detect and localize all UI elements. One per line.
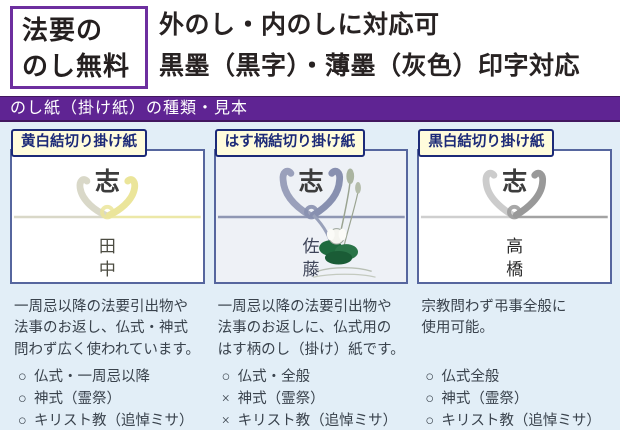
mizuhiki-right-strand	[309, 167, 343, 219]
mizuhiki-knot	[100, 204, 115, 220]
description-line: 一周忌以降の法要引出物や	[217, 298, 392, 315]
name-char-top: 田	[98, 236, 116, 256]
usage-list: ○ 仏式全般 ○ 神式（霊祭） ○ キリスト教（追悼ミサ）	[425, 366, 612, 430]
usage-mark: ○	[221, 368, 231, 385]
header-titles: 外のし・内のしに対応可 黒墨（黒字）・薄墨（灰色）印字対応	[159, 5, 580, 87]
mizuhiki-left-strand	[482, 169, 517, 219]
column-label: 黄白結切り掛け紙	[11, 129, 147, 157]
description-line: 法事のお返しに、仏式用の	[217, 320, 392, 337]
free-noshi-badge: 法要の のし無料	[10, 6, 148, 89]
mizuhiki-right-strand	[105, 175, 139, 219]
sample-columns: 黄白結切り掛け紙 志 田 中 一周忌以降	[10, 129, 613, 430]
mizuhiki-lotus-illustration	[217, 167, 405, 278]
name-text: 佐 藤	[216, 235, 407, 281]
name-char-bottom: 中	[98, 259, 116, 279]
name-text: 田 中	[12, 235, 203, 281]
mizuhiki-knot	[303, 204, 319, 220]
column-hasu: はす柄結切り掛け紙	[213, 129, 409, 430]
description-line: 宗教問わず弔事全般に	[421, 298, 567, 315]
name-char-top: 佐	[302, 236, 320, 256]
section-title-bar: のし紙（掛け紙）の種類・見本	[0, 96, 620, 122]
usage-item: ○ キリスト教（追悼ミサ）	[18, 410, 205, 430]
mizuhiki-left-strand	[279, 167, 313, 219]
usage-list: ○ 仏式・一周忌以降 ○ 神式（霊祭） ○ キリスト教（追悼ミサ）	[18, 366, 205, 430]
header-title-line-2: 黒墨（黒字）・薄墨（灰色）印字対応	[159, 52, 581, 80]
column-kokuhaku: 黒白結切り掛け紙 志 高 橋 宗教問わず	[417, 129, 613, 430]
samples-section: 黄白結切り掛け紙 志 田 中 一周忌以降	[0, 122, 620, 430]
badge-line-1: 法要の	[22, 14, 104, 45]
usage-item: × 神式（霊祭）	[222, 388, 409, 410]
name-text: 高 橋	[419, 235, 610, 281]
usage-text: 仏式・一周忌以降	[34, 368, 150, 385]
omote-gaki: 志	[502, 168, 528, 196]
description-line: はす柄のし（掛け）紙です。	[217, 341, 405, 358]
badge-line-2: のし無料	[22, 50, 131, 81]
omote-gaki: 志	[94, 168, 120, 196]
header-title-line-1: 外のし・内のしに対応可	[159, 11, 440, 39]
mizuhiki-right-strand	[513, 169, 547, 219]
usage-text: 神式（霊祭）	[237, 390, 325, 407]
description-line: 問わず広く使われています。	[14, 341, 200, 358]
description-line: 使用可能。	[421, 320, 494, 337]
lotus-seed-pod	[346, 168, 354, 184]
usage-list: ○ 仏式・全般 × 神式（霊祭） × キリスト教（追悼ミサ）	[222, 366, 409, 430]
lotus-leaf	[324, 250, 352, 265]
usage-text: 神式（霊祭）	[441, 390, 529, 407]
description-line: 法事のお返し、仏式・神式	[14, 320, 188, 337]
lotus-petal	[338, 228, 347, 240]
name-char-top: 高	[506, 236, 524, 256]
column-kihaku: 黄白結切り掛け紙 志 田 中 一周忌以降	[10, 129, 205, 430]
usage-mark: ○	[18, 368, 27, 385]
column-description: 一周忌以降の法要引出物や 法事のお返し、仏式・神式 問わず広く使われています。	[14, 297, 205, 362]
lotus-petal	[326, 228, 335, 240]
lotus-seed-pod	[354, 181, 361, 194]
usage-text: 神式（霊祭）	[34, 390, 121, 407]
usage-mark: ○	[18, 390, 27, 407]
usage-item: ○ 神式（霊祭）	[425, 388, 612, 410]
column-description: 宗教問わず弔事全般に 使用可能。	[421, 297, 612, 362]
usage-item: ○ 仏式全般	[425, 366, 612, 388]
mizuhiki-knot	[507, 204, 522, 220]
usage-item: ○ 仏式・全般	[222, 366, 409, 388]
usage-item: ○ 神式（霊祭）	[18, 388, 205, 410]
usage-item: × キリスト教（追悼ミサ）	[222, 410, 409, 430]
noshi-sample-card: 志 高 橋	[417, 148, 613, 284]
description-line: 一周忌以降の法要引出物や	[14, 298, 188, 315]
omote-gaki: 志	[298, 168, 324, 196]
usage-item: ○ キリスト教（追悼ミサ）	[425, 410, 612, 430]
mizuhiki-illustration	[421, 169, 609, 220]
usage-text: 仏式・全般	[237, 368, 311, 385]
header: 法要の のし無料 外のし・内のしに対応可 黒墨（黒字）・薄墨（灰色）印字対応	[0, 0, 620, 96]
usage-mark: ○	[18, 412, 27, 429]
grass-stroke	[312, 273, 376, 278]
mizuhiki-illustration	[13, 175, 201, 220]
mizuhiki-left-strand	[76, 175, 109, 219]
usage-item: ○ 仏式・一周忌以降	[18, 366, 205, 388]
usage-mark: ×	[221, 390, 230, 407]
usage-mark: ○	[425, 390, 435, 407]
usage-text: 仏式全般	[441, 368, 500, 385]
usage-mark: ○	[425, 368, 435, 385]
column-description: 一周忌以降の法要引出物や 法事のお返しに、仏式用の はす柄のし（掛け）紙です。	[218, 297, 409, 362]
usage-text: キリスト教（追悼ミサ）	[237, 412, 398, 429]
name-char-bottom: 藤	[302, 259, 320, 279]
usage-text: キリスト教（追悼ミサ）	[34, 412, 194, 429]
name-char-bottom: 橋	[506, 259, 524, 279]
column-label: 黒白結切り掛け紙	[418, 129, 555, 157]
usage-mark: ×	[221, 412, 230, 429]
usage-mark: ○	[425, 412, 435, 429]
noshi-sample-card: 志 佐 藤	[213, 148, 409, 284]
grass-stroke	[316, 266, 372, 272]
noshi-sample-card: 志 田 中	[10, 148, 205, 284]
column-label: はす柄結切り掛け紙	[214, 129, 366, 157]
usage-text: キリスト教（追悼ミサ）	[441, 412, 601, 429]
